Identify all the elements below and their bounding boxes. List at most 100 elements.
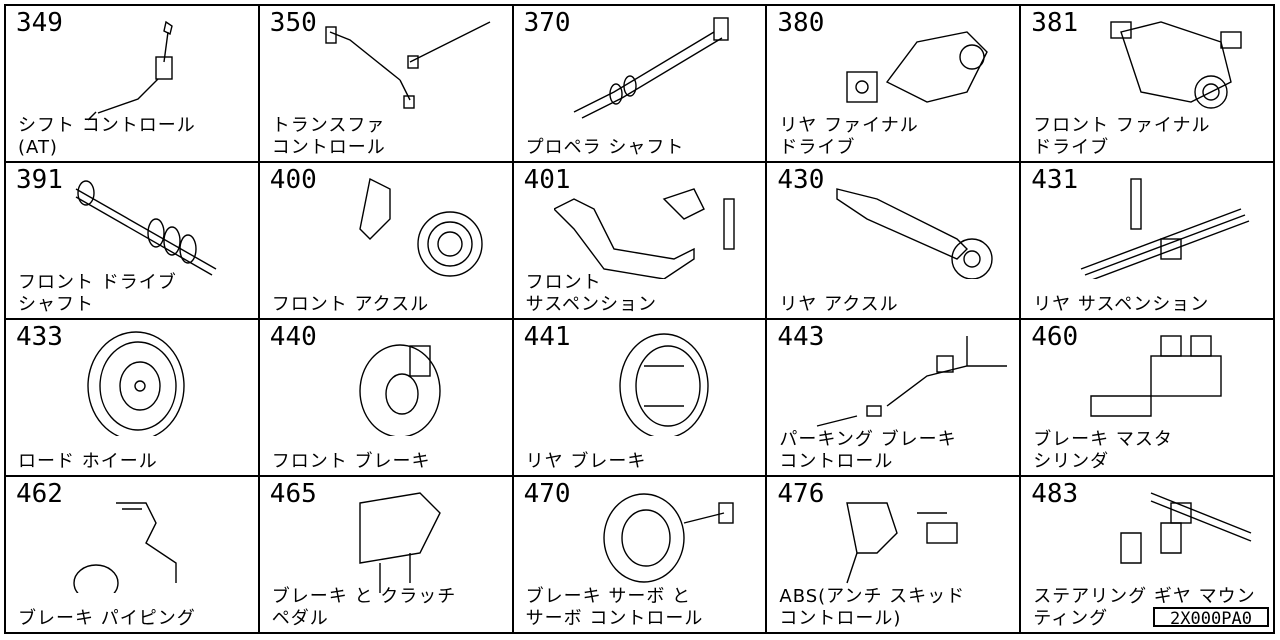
part-cell-443[interactable]: 443 パーキング ブレーキ コントロール [767,320,1022,477]
abs-control-icon [807,483,1007,593]
brake-master-cylinder-icon [1061,326,1261,436]
part-cell-462[interactable]: 462 ブレーキ パイピング [6,477,260,634]
part-cell-470[interactable]: 470 ブレーキ サーボ と サーボ コントロール [513,477,768,634]
part-cell-370[interactable]: 370 プロペラ シャフト [513,6,768,163]
label-line2: リヤ サスペンション [1033,294,1210,315]
part-number: 391 [16,165,63,195]
part-label: フロント ファイナル ドライブ [1033,115,1210,159]
label-line2: サスペンション [525,294,657,315]
label-line2: シリンダ [1033,451,1110,472]
part-cell-391[interactable]: 391 フロント ドライブ シャフト [6,163,260,320]
part-cell-476[interactable]: 476 ABS(アンチ スキッド コントロール) [767,477,1022,634]
label-line2: サーボ コントロール [525,608,704,629]
label-line2: ドライブ [1033,137,1110,158]
front-drive-shaft-icon [46,169,246,279]
part-number: 401 [523,165,571,195]
part-number: 483 [1031,479,1079,509]
label-line2: ドライブ [779,137,856,158]
front-brake-icon [300,326,500,438]
part-label: フロント サスペンション [526,272,657,316]
part-number: 460 [1031,322,1079,352]
label-line2: ティング [1033,608,1109,629]
rear-suspension-icon [1061,169,1261,282]
label-line2: フロント アクスル [271,294,430,315]
label-line2: コントロール) [779,608,902,629]
part-cell-350[interactable]: 350 トランスファ コントロール [259,6,514,163]
part-cell-400[interactable]: 400 フロント アクスル [259,163,514,320]
part-label: リヤ サスペンション [1033,272,1209,316]
brake-piping-icon [46,483,246,602]
label-line2: シャフト [18,294,94,315]
transfer-control-icon [300,12,500,122]
label-line2: ロード ホイール [18,451,158,472]
label-line1: パーキング ブレーキ [779,429,957,450]
part-number: 431 [1031,165,1079,195]
part-number: 350 [269,8,317,38]
label-line1: リヤ ファイナル [779,115,919,136]
part-cell-380[interactable]: 380 リヤ ファイナル ドライブ [767,6,1022,163]
label-line2: リヤ アクスル [779,294,899,315]
part-cell-440[interactable]: 440 フロント ブレーキ [259,320,514,477]
parking-brake-control-icon [807,326,1008,436]
part-number: 476 [777,479,825,509]
part-label: フロント アクスル [272,272,429,316]
rear-axle-icon [807,169,1007,280]
road-wheel-icon [46,326,246,441]
label-line2: (AT) [18,137,58,158]
part-label: リヤ ファイナル ドライブ [779,115,918,159]
front-final-drive-icon [1061,12,1261,122]
part-cell-433[interactable]: 433 ロード ホイール [6,320,260,477]
part-label: ブレーキ パイピング [18,586,196,630]
catalog-code: 2X000PA0 [1153,607,1269,629]
part-number: 430 [777,165,825,195]
part-cell-465[interactable]: 465 ブレーキ と クラッチ ペダル [259,477,514,634]
label-line1: フロント ファイナル [1033,115,1211,136]
label-line2: プロペラ シャフト [525,137,685,158]
label-line1: シフト コントロール [18,115,196,136]
part-number: 381 [1031,8,1079,38]
part-cell-430[interactable]: 430 リヤ アクスル [767,163,1022,320]
part-label: ブレーキ マスタ シリンダ [1033,429,1173,473]
propeller-shaft-icon [554,12,754,122]
label-line1: ABS(アンチ スキッド [779,586,966,607]
label-line2: ペダル [271,608,329,629]
part-label: ABS(アンチ スキッド コントロール) [779,586,965,630]
part-cell-381[interactable]: 381 フロント ファイナル ドライブ [1021,6,1275,163]
label-line1: ブレーキ マスタ [1033,429,1173,450]
label-line1: ステアリング ギヤ マウン [1033,586,1256,607]
rear-brake-icon [554,326,754,439]
part-number: 443 [777,322,825,352]
part-label: シフト コントロール (AT) [18,115,196,159]
part-label: ブレーキ と クラッチ ペダル [272,586,456,630]
part-number: 440 [269,322,317,352]
part-cell-431[interactable]: 431 リヤ サスペンション [1021,163,1275,320]
shift-control-icon [46,12,246,122]
part-number: 370 [523,8,571,38]
parts-index-grid: 349 シフト コントロール (AT) 350 トランスファ コントロール 37… [4,4,1275,634]
part-cell-460[interactable]: 460 ブレーキ マスタ シリンダ [1021,320,1275,477]
part-number: 470 [523,479,571,509]
label-line2: コントロール [779,451,894,472]
part-label: リヤ ブレーキ [526,429,647,473]
label-line1: トランスファ [271,115,386,136]
part-cell-441[interactable]: 441 リヤ ブレーキ [513,320,768,477]
label-line2: ブレーキ パイピング [18,608,196,629]
label-line2: フロント ブレーキ [271,451,431,472]
part-cell-401[interactable]: 401 フロント サスペンション [513,163,768,320]
part-cell-349[interactable]: 349 シフト コントロール (AT) [6,6,260,163]
front-suspension-icon [552,169,754,280]
part-label: パーキング ブレーキ コントロール [779,429,956,473]
part-label: トランスファ コントロール [272,115,386,159]
label-line1: フロント ドライブ [18,272,177,293]
part-label: ステアリング ギヤ マウン ティング [1033,586,1255,630]
label-line2: コントロール [271,137,386,158]
brake-clutch-pedal-icon [300,483,500,593]
brake-servo-icon [554,483,754,593]
label-line1: ブレーキ サーボ と [525,586,692,607]
part-label: ロード ホイール [18,429,158,473]
part-number: 400 [269,165,317,195]
part-label: フロント ドライブ シャフト [18,272,177,316]
front-axle-icon [300,169,500,279]
part-cell-483[interactable]: 483 ステアリング ギヤ マウン ティング 2X000PA0 [1021,477,1275,634]
part-label: リヤ アクスル [779,272,898,316]
